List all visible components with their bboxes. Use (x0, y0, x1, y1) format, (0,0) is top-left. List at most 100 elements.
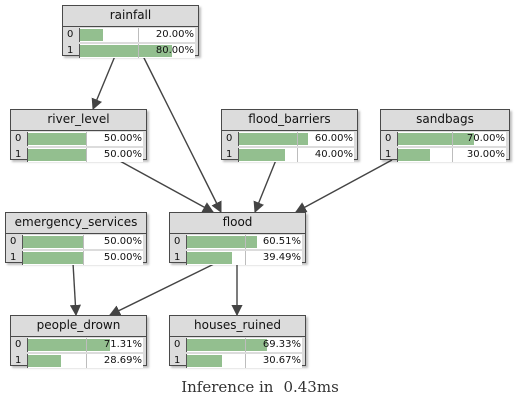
probability-bar: 39.49% (186, 251, 302, 265)
state-label: 0 (385, 133, 392, 144)
bar-midline (85, 148, 87, 162)
edge-flood-to-people-drown (108, 262, 217, 316)
inference-time: Inference in 0.43ms (0, 378, 520, 396)
probability-label: 60.51% (262, 236, 301, 247)
state-row[interactable]: 0 70.00% (381, 131, 509, 147)
state-row[interactable]: 1 30.00% (381, 147, 509, 163)
state-row[interactable]: 1 50.00% (6, 250, 146, 266)
bar-midline (85, 338, 87, 352)
state-row[interactable]: 0 50.00% (6, 234, 146, 250)
bar-midline (244, 235, 246, 249)
state-row[interactable]: 1 39.49% (170, 250, 305, 266)
state-label: 1 (226, 149, 233, 160)
node-title: rainfall (109, 8, 152, 22)
probability-bar-fill (398, 149, 431, 161)
bar-midline (244, 251, 246, 265)
node-rainfall[interactable]: rainfall 0 20.00% 1 80.00% (62, 5, 199, 59)
inference-duration: 0.43ms (283, 378, 339, 396)
probability-bar: 50.00% (27, 132, 143, 146)
probability-bar: 80.00% (79, 44, 195, 58)
state-row[interactable]: 0 71.31% (11, 337, 146, 353)
edge-flood-barriers-to-flood (253, 159, 277, 214)
state-row[interactable]: 0 60.00% (222, 131, 357, 147)
bar-midline (85, 354, 87, 368)
node-title: houses_ruined (194, 318, 281, 332)
probability-bar: 69.33% (186, 338, 302, 352)
probability-bar: 30.00% (397, 148, 506, 162)
state-label: 1 (67, 45, 74, 56)
probability-label: 20.00% (155, 29, 194, 40)
probability-label: 60.00% (314, 133, 353, 144)
state-label: 0 (67, 29, 74, 40)
bar-midline (296, 132, 298, 146)
probability-label: 30.00% (466, 149, 505, 160)
state-label: 1 (15, 149, 22, 160)
probability-bar: 70.00% (397, 132, 506, 146)
probability-bar-fill (28, 133, 86, 145)
probability-bar: 50.00% (22, 235, 143, 249)
node-flood[interactable]: flood 0 60.51% 1 39.49% (169, 212, 306, 266)
probability-label: 69.33% (262, 339, 301, 350)
probability-bar-fill (187, 252, 233, 264)
edge-river-level-to-flood (117, 159, 214, 213)
state-row[interactable]: 0 50.00% (11, 131, 146, 147)
state-label: 1 (174, 252, 181, 263)
probability-bar-fill (239, 149, 285, 161)
state-row[interactable]: 1 50.00% (11, 147, 146, 163)
node-emergency-services[interactable]: emergency_services 0 50.00% 1 50.00% (5, 212, 147, 266)
probability-label: 50.00% (103, 252, 142, 263)
state-label: 1 (10, 252, 17, 263)
bar-midline (244, 354, 246, 368)
state-label: 0 (226, 133, 233, 144)
node-title: flood (222, 215, 253, 229)
state-row[interactable]: 0 60.51% (170, 234, 305, 250)
node-sandbags[interactable]: sandbags 0 70.00% 1 30.00% (380, 109, 510, 163)
probability-label: 30.67% (262, 355, 301, 366)
state-row[interactable]: 1 40.00% (222, 147, 357, 163)
probability-bar-fill (23, 236, 83, 248)
probability-label: 50.00% (103, 149, 142, 160)
probability-bar: 28.69% (27, 354, 143, 368)
node-title: people_drown (36, 318, 121, 332)
state-row[interactable]: 1 30.67% (170, 353, 305, 369)
probability-bar: 40.00% (238, 148, 354, 162)
probability-bar: 50.00% (27, 148, 143, 162)
probability-label: 70.00% (466, 133, 505, 144)
probability-label: 40.00% (314, 149, 353, 160)
state-label: 1 (174, 355, 181, 366)
probability-bar-fill (23, 252, 83, 264)
state-row[interactable]: 0 69.33% (170, 337, 305, 353)
state-label: 0 (15, 133, 22, 144)
probability-label: 71.31% (103, 339, 142, 350)
node-title: emergency_services (14, 215, 138, 229)
state-label: 0 (174, 236, 181, 247)
inference-prefix: Inference in (181, 378, 274, 396)
probability-bar: 50.00% (22, 251, 143, 265)
node-houses-ruined[interactable]: houses_ruined 0 69.33% 1 30.67% (169, 315, 306, 369)
probability-bar-fill (187, 236, 257, 248)
state-row[interactable]: 0 20.00% (63, 27, 198, 43)
probability-bar: 30.67% (186, 354, 302, 368)
bar-midline (83, 251, 84, 265)
probability-bar-fill (80, 29, 103, 41)
probability-bar: 71.31% (27, 338, 143, 352)
state-row[interactable]: 1 80.00% (63, 43, 198, 59)
probability-bar-fill (239, 133, 308, 145)
state-label: 0 (15, 339, 22, 350)
node-title: sandbags (416, 112, 474, 126)
bar-midline (83, 235, 84, 249)
probability-label: 80.00% (155, 45, 194, 56)
bar-midline (137, 28, 139, 42)
probability-label: 28.69% (103, 355, 142, 366)
state-label: 0 (10, 236, 17, 247)
state-label: 0 (174, 339, 181, 350)
bar-midline (452, 148, 453, 162)
probability-label: 50.00% (103, 236, 142, 247)
state-label: 1 (385, 149, 392, 160)
edge-rainfall-to-flood (142, 55, 222, 214)
